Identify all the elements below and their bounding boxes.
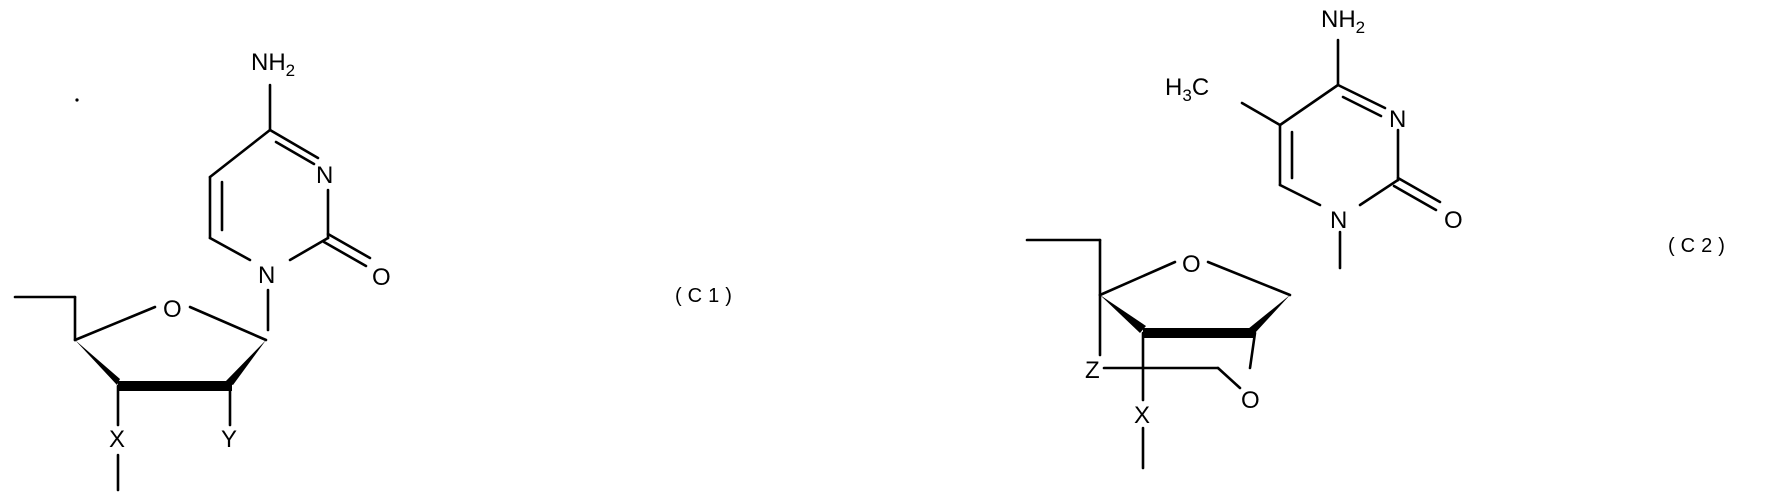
c1-cytosine-ring <box>210 85 370 330</box>
c1-x-substituent-label: X <box>109 426 125 453</box>
c2-ring-o-label: O <box>1182 251 1201 278</box>
c2-compound-label: (C2) <box>1668 235 1731 257</box>
c2-ring-n-label: N <box>1389 106 1406 133</box>
c1-compound-label: (C1) <box>675 285 738 307</box>
c2-carbonyl-o-label: O <box>1444 207 1463 234</box>
c1-amine-label: NH2 <box>251 49 295 80</box>
c2-x-substituent-label: X <box>1134 402 1150 429</box>
c2-z-substituent-label: Z <box>1085 357 1100 384</box>
c1-glycosyl-n-label: N <box>258 262 275 289</box>
c2-glycosyl-n-label: N <box>1330 207 1347 234</box>
c1-carbonyl-o-label: O <box>372 264 391 291</box>
structure-c2: NH2 H3C N N O O O Z X <box>1027 6 1463 468</box>
c1-ring-n-label: N <box>316 162 333 189</box>
c2-sugar-ring <box>1027 240 1290 468</box>
c1-speck-mark <box>75 98 78 101</box>
c1-sugar-ring <box>15 297 266 490</box>
c2-amine-label: NH2 <box>1321 6 1365 37</box>
c2-methyl-label: H3C <box>1165 74 1209 105</box>
c1-ring-o-label: O <box>163 296 182 323</box>
c2-bridge-o-label: O <box>1241 387 1260 414</box>
c1-y-substituent-label: Y <box>221 426 237 453</box>
structure-c1: NH2 N N O O X Y <box>15 49 391 490</box>
